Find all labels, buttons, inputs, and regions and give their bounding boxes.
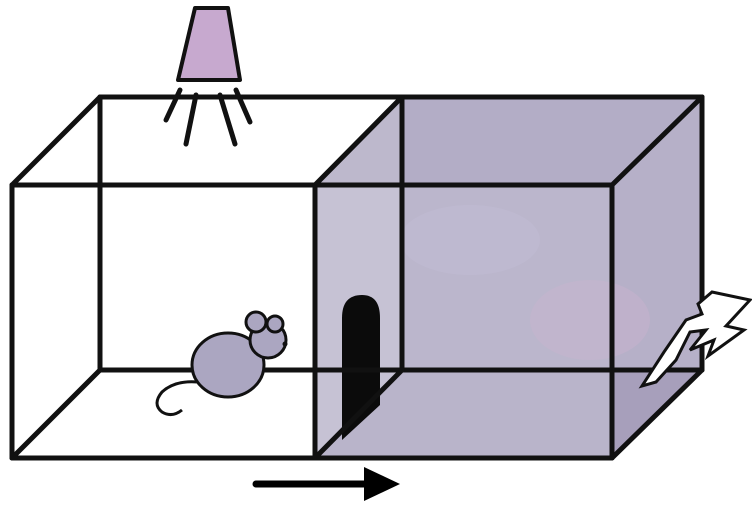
lamp-shade [176, 6, 242, 82]
light-ray [233, 87, 253, 125]
light-lamp-icon [163, 6, 253, 147]
depth-bottom-right [609, 367, 705, 461]
depth-bottom-left [9, 367, 103, 461]
depth-top-left [9, 94, 103, 188]
depth-top-right [609, 94, 705, 188]
light-ray [183, 92, 199, 147]
mouse-ear-right [265, 314, 285, 334]
shock-zigzag-shape [638, 290, 752, 389]
shock-zigzag-icon [638, 290, 752, 389]
mouse-nose [282, 341, 288, 347]
mouse-body [190, 331, 266, 399]
dark-compartment-front-face [315, 185, 612, 458]
mouse-ear [244, 310, 268, 334]
mouse-tail [155, 380, 199, 417]
dark-compartment-tint-2 [400, 205, 540, 275]
box-outline [9, 94, 705, 461]
mouse-icon [155, 310, 288, 417]
arrow-head [364, 467, 400, 501]
light-rays [163, 87, 253, 147]
direction-arrow [252, 467, 400, 501]
dark-compartment-tint [530, 280, 650, 360]
light-ray [163, 87, 183, 123]
partition-top-edge [312, 94, 405, 188]
partition-bottom-edge [312, 367, 405, 461]
light-ray [217, 92, 238, 147]
